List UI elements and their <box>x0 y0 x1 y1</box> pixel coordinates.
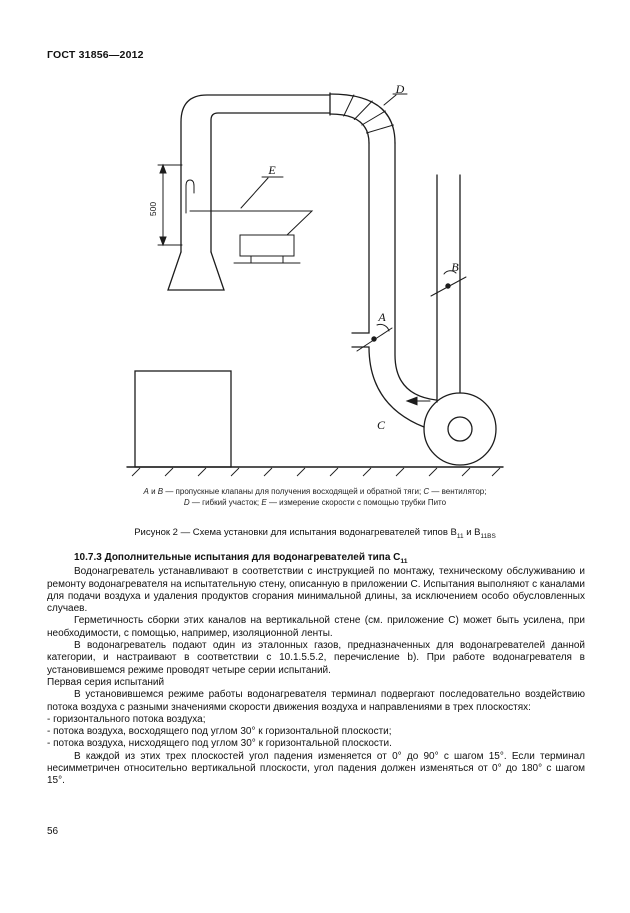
valve-a <box>356 323 393 352</box>
paragraph: - горизонтального потока воздуха; <box>47 713 206 725</box>
label-e-leader <box>240 176 284 209</box>
label-a: A <box>377 310 386 324</box>
section-heading: 10.7.3 Дополнительные испытания для водо… <box>74 552 408 565</box>
figure-legend-line-1: А и В — пропускные клапаны для получения… <box>143 487 487 496</box>
fan-icon <box>423 392 497 466</box>
paragraph: В установившемся режиме работы водонагре… <box>47 689 585 713</box>
paragraph: Водонагреватель устанавливают в соответс… <box>47 566 585 615</box>
manometer <box>233 234 301 264</box>
valve-b <box>430 270 467 297</box>
duct-left-inner <box>210 112 331 253</box>
label-c: C <box>377 418 386 432</box>
paragraph: В водонагреватель подают один из эталонн… <box>47 640 585 676</box>
duct-left-outer <box>180 94 331 253</box>
body-text-block: 10.7.3 Дополнительные испытания для водо… <box>47 552 585 788</box>
dimension-500 <box>157 163 183 247</box>
ground-hatching <box>131 467 501 477</box>
figure-legend: А и В — пропускные клапаны для получения… <box>40 487 590 508</box>
draught-hood <box>167 251 225 291</box>
duct-bend-inner <box>394 142 437 401</box>
flow-arrow <box>405 396 431 406</box>
duct-down-outer <box>351 142 370 334</box>
appliance-box <box>134 370 232 468</box>
dimension-500-label: 500 <box>148 202 158 216</box>
figure-caption: Рисунок 2 — Схема установки для испытани… <box>134 527 496 540</box>
body-text: Водонагреватель устанавливают в соответс… <box>47 566 585 787</box>
flexible-section <box>329 93 396 144</box>
figure-diagram: E D A B C 500 <box>126 85 504 477</box>
paragraph: В каждой из этих трех плоскостей угол па… <box>47 750 585 787</box>
paragraph: - потока воздуха, нисходящего под углом … <box>47 738 392 750</box>
label-d-leader <box>383 93 408 106</box>
paragraph: Герметичность сборки этих каналов на вер… <box>47 615 585 639</box>
paragraph: Первая серия испытаний <box>47 676 165 688</box>
label-b: B <box>451 260 459 274</box>
label-d: D <box>395 85 405 96</box>
page-header: ГОСТ 31856—2012 <box>47 49 144 61</box>
page-number: 56 <box>47 826 59 837</box>
paragraph: - потока воздуха, восходящего под углом … <box>47 726 392 738</box>
duct-work <box>126 92 504 468</box>
label-e: E <box>267 163 276 177</box>
duct-bend-outer <box>351 346 425 428</box>
figure-legend-line-2: D — гибкий участок; Е — измерение скорос… <box>183 497 447 507</box>
pitot-tube <box>185 179 314 236</box>
